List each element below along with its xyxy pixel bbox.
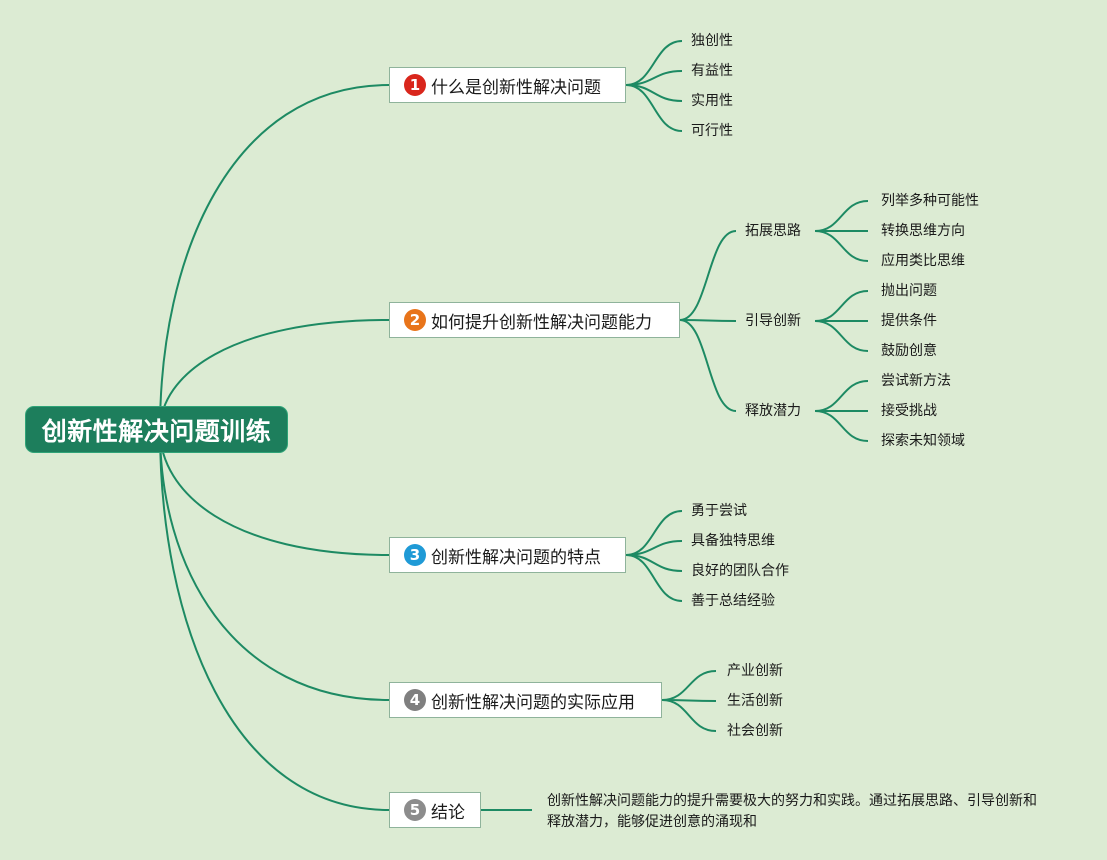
leaf-topic[interactable]: 勇于尝试 [691,503,747,519]
root-connector-line [159,429,390,701]
number-badge-2: 2 [404,309,426,331]
leaf-connector-line [661,670,717,701]
leaf-topic[interactable]: 有益性 [691,63,733,79]
branch-title: 创新性解决问题的特点 [431,547,601,568]
leaf-topic[interactable]: 提供条件 [881,313,937,329]
leaf-connector-line [814,200,869,232]
conclusion-note[interactable]: 创新性解决问题能力的提升需要极大的努力和实践。通过拓展思路、引导创新和 释放潜力… [547,791,1047,833]
leaf-topic[interactable]: 接受挑战 [881,403,937,419]
leaf-topic[interactable]: 生活创新 [727,693,783,709]
sub-connector-line [679,319,737,322]
leaf-connector-line [814,320,869,352]
note-line: 创新性解决问题能力的提升需要极大的努力和实践。通过拓展思路、引导创新和 [547,793,1037,809]
note-line: 释放潜力，能够促进创意的涌现和 [547,814,757,830]
branch-2[interactable]: 2 如何提升创新性解决问题能力 [389,302,680,338]
leaf-topic[interactable]: 社会创新 [727,723,783,739]
leaf-connector-line [814,380,869,412]
leaf-topic[interactable]: 鼓励创意 [881,343,937,359]
leaf-topic[interactable]: 探索未知领域 [881,433,965,449]
number-badge-4: 4 [404,689,426,711]
number-badge-1: 1 [404,74,426,96]
root-connector-line [159,84,390,431]
subtopic[interactable]: 拓展思路 [745,223,801,239]
number-badge-3: 3 [404,544,426,566]
leaf-connector-line [814,290,869,322]
leaf-topic[interactable]: 可行性 [691,123,733,139]
leaf-topic[interactable]: 转换思维方向 [881,223,965,239]
leaf-connector-line [814,410,869,442]
leaf-topic[interactable]: 良好的团队合作 [691,563,789,579]
leaf-topic[interactable]: 应用类比思维 [881,253,965,269]
root-connector-line [159,429,390,811]
leaf-connector-line [625,554,683,602]
number-badge-5: 5 [404,799,426,821]
branch-3[interactable]: 3 创新性解决问题的特点 [389,537,626,573]
leaf-topic[interactable]: 具备独特思维 [691,533,775,549]
sub-connector-line [679,230,737,321]
leaf-topic[interactable]: 善于总结经验 [691,593,775,609]
leaf-topic[interactable]: 独创性 [691,33,733,49]
leaf-connector-line [625,84,683,132]
branch-title: 创新性解决问题的实际应用 [431,692,635,713]
leaf-connector-line [814,230,869,262]
root-topic[interactable]: 创新性解决问题训练 [25,406,288,453]
branch-title: 结论 [431,802,465,823]
leaf-topic[interactable]: 产业创新 [727,663,783,679]
subtopic[interactable]: 释放潜力 [745,403,801,419]
branch-5[interactable]: 5 结论 [389,792,481,828]
branch-title: 什么是创新性解决问题 [431,77,601,98]
sub-connector-line [679,319,737,412]
subtopic[interactable]: 引导创新 [745,313,801,329]
branch-1[interactable]: 1 什么是创新性解决问题 [389,67,626,103]
root-connector-line [159,429,390,556]
leaf-topic[interactable]: 实用性 [691,93,733,109]
leaf-topic[interactable]: 尝试新方法 [881,373,951,389]
branch-title: 如何提升创新性解决问题能力 [431,312,652,333]
leaf-topic[interactable]: 列举多种可能性 [881,193,979,209]
branch-4[interactable]: 4 创新性解决问题的实际应用 [389,682,662,718]
leaf-topic[interactable]: 抛出问题 [881,283,937,299]
leaf-connector-line [661,699,717,732]
